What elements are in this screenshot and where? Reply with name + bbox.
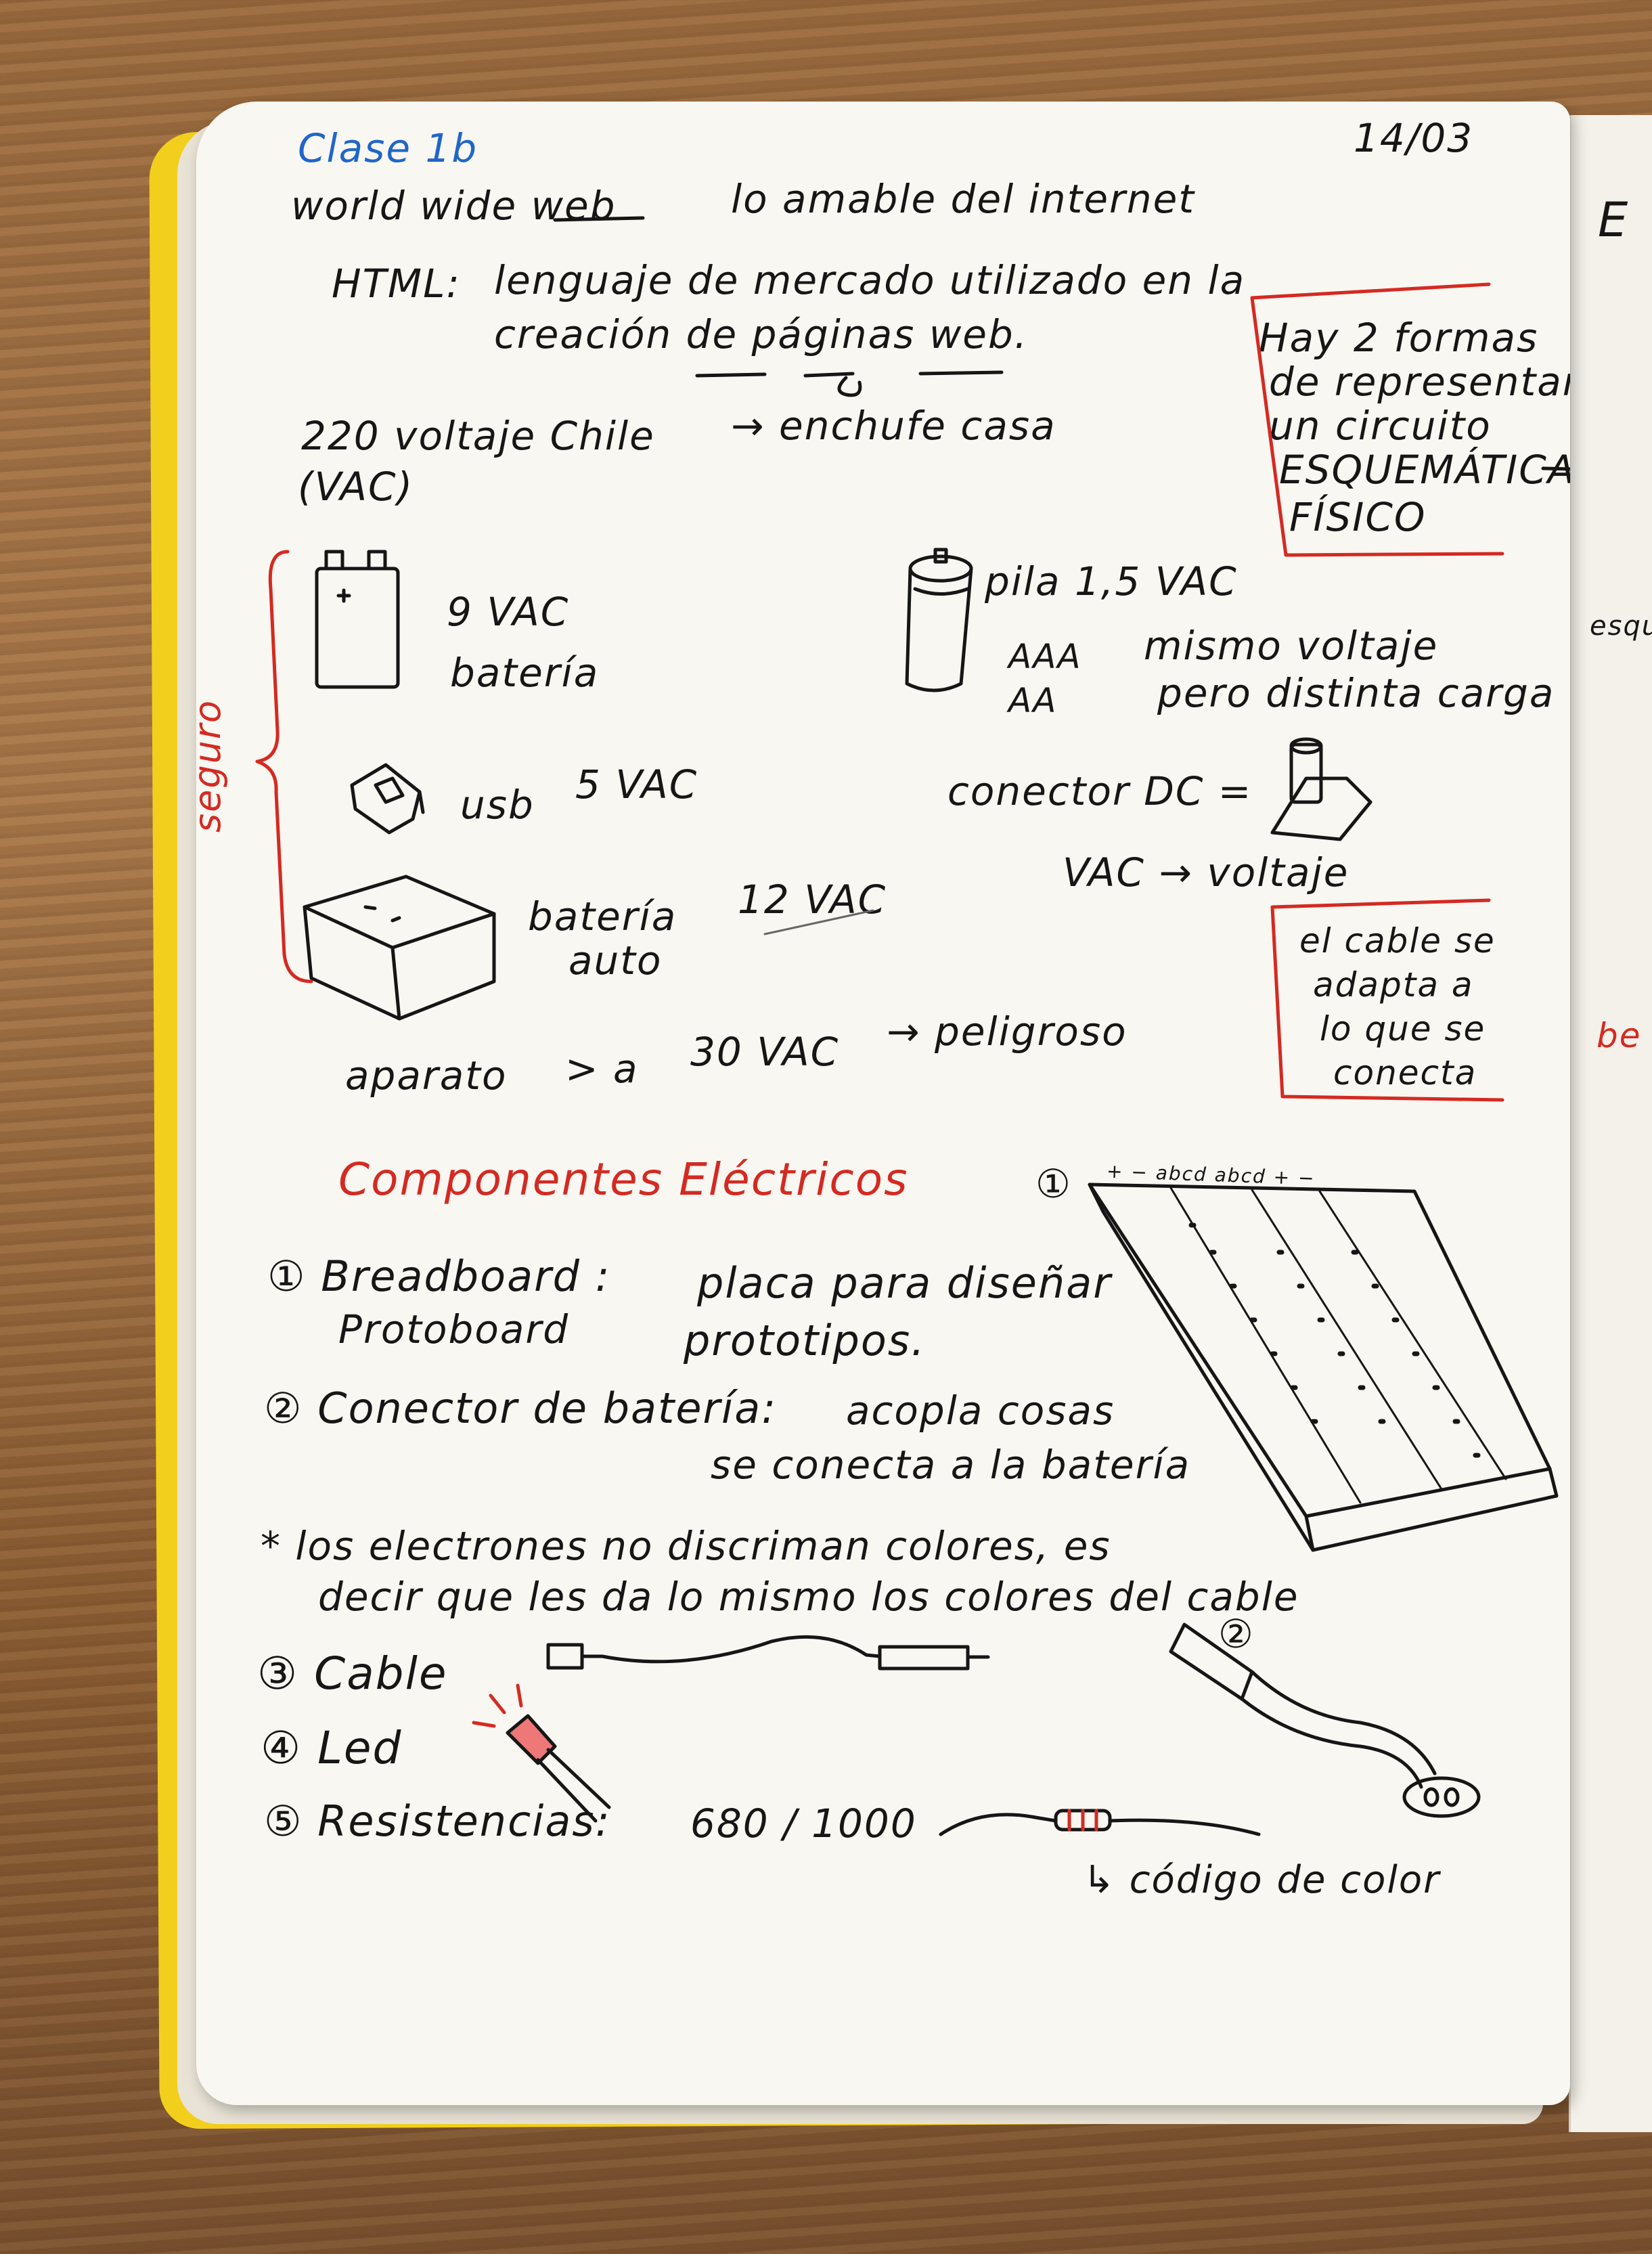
next-page-red-word: be bbox=[1597, 1016, 1642, 1055]
sketches bbox=[255, 216, 1570, 1836]
battery9-icon bbox=[315, 550, 400, 689]
chile-vac: (VAC) bbox=[298, 464, 414, 510]
car-voltage-scribble bbox=[763, 909, 874, 935]
next-page-word: esqu bbox=[1590, 611, 1652, 642]
paginas-underline bbox=[695, 370, 1004, 378]
www-definition: lo amable del internet bbox=[731, 176, 1196, 222]
note-line-2: de representar bbox=[1269, 359, 1570, 405]
pila-note-2: pero distinta carga bbox=[1157, 670, 1555, 716]
usb-voltage: 5 VAC bbox=[575, 761, 698, 808]
figure-2-marker: ② bbox=[1218, 1611, 1255, 1657]
note-box-outline bbox=[1250, 282, 1504, 557]
cable-note-4: conecta bbox=[1333, 1053, 1477, 1092]
paginas-mark bbox=[837, 376, 862, 397]
pila-note-1: mismo voltaje bbox=[1144, 623, 1439, 669]
component-2-def: acopla cosas bbox=[846, 1388, 1115, 1434]
usb-icon bbox=[350, 763, 425, 835]
cable-note-3: lo que se bbox=[1320, 1009, 1486, 1048]
cable-note-2: adapta a bbox=[1313, 965, 1474, 1004]
component-1-term: ① Breadboard : bbox=[267, 1252, 611, 1301]
pila-icon bbox=[905, 548, 973, 692]
led-icon bbox=[472, 1683, 611, 1823]
car-battery-icon bbox=[303, 875, 496, 1021]
chile-voltage: 220 voltaje Chile bbox=[301, 413, 655, 459]
note-arrow bbox=[1541, 466, 1570, 471]
web-underline bbox=[553, 216, 645, 222]
figure-1-marker: ① bbox=[1035, 1161, 1072, 1207]
car-battery-1: batería bbox=[528, 893, 677, 940]
component-4: ④ Led bbox=[261, 1722, 403, 1774]
html-definition-2: creación de páginas web. bbox=[494, 311, 1029, 357]
component-2-def-2: se conecta a la batería bbox=[711, 1442, 1191, 1488]
class-title: Clase 1b bbox=[298, 125, 478, 171]
note-line-4: ESQUEMÁTICA bbox=[1279, 447, 1570, 493]
car-battery-2: auto bbox=[568, 937, 663, 984]
note-line-3: un circuito bbox=[1269, 403, 1492, 449]
battery9-label: batería bbox=[450, 650, 600, 696]
electrons-note-1: * los electrones no discriman colores, e… bbox=[261, 1523, 1111, 1569]
danger-greater: > a bbox=[565, 1046, 639, 1092]
component-1-def: placa para diseñar bbox=[697, 1258, 1112, 1308]
dc-connector: conector DC = bbox=[947, 768, 1253, 814]
danger-label: → peligroso bbox=[887, 1009, 1128, 1055]
components-title: Componentes Eléctricos bbox=[338, 1153, 909, 1206]
cable-icon bbox=[546, 1635, 990, 1671]
color-code: ↳ código de color bbox=[1083, 1858, 1441, 1902]
component-3: ③ Cable bbox=[257, 1648, 448, 1700]
note-line-1: Hay 2 formas bbox=[1259, 315, 1539, 361]
cable-box-outline bbox=[1270, 898, 1504, 1102]
notebook-page: Clase 1b 14/03 world wide web lo amable … bbox=[196, 102, 1570, 2105]
pila-aa: AA bbox=[1008, 681, 1058, 720]
resistor-icon bbox=[939, 1809, 1261, 1836]
battery9-voltage: 9 VAC bbox=[447, 589, 570, 635]
battery-connector-icon bbox=[1169, 1622, 1481, 1818]
pila-voltage: pila 1,5 VAC bbox=[985, 558, 1238, 604]
next-page-letter: E bbox=[1598, 192, 1630, 248]
electrons-note-2: decir que les da lo mismo los colores de… bbox=[318, 1574, 1299, 1620]
component-2-term: ② Conector de batería: bbox=[264, 1384, 778, 1433]
vac-definition: VAC → voltaje bbox=[1063, 849, 1349, 896]
date: 14/03 bbox=[1354, 115, 1474, 161]
component-1-def-2: prototipos. bbox=[684, 1316, 926, 1365]
next-page: E esqu be bbox=[1569, 115, 1652, 2132]
component-1-alt: Protoboard bbox=[338, 1306, 570, 1352]
note-line-5: FÍSICO bbox=[1289, 494, 1427, 540]
resistor-values: 680 / 1000 bbox=[690, 1800, 917, 1847]
dc-connector-icon bbox=[1270, 737, 1372, 841]
danger-device: aparato bbox=[345, 1053, 508, 1099]
chile-arrow: → enchufe casa bbox=[731, 403, 1056, 449]
breadboard-icon bbox=[1088, 1183, 1559, 1552]
pila-aaa: AAA bbox=[1008, 637, 1082, 676]
usb-label: usb bbox=[460, 782, 535, 828]
html-definition-1: lenguaje de mercado utilizado en la bbox=[494, 257, 1246, 303]
component-5: ⑤ Resistencias: bbox=[264, 1796, 611, 1846]
html-label: HTML: bbox=[332, 261, 461, 307]
safe-bracket bbox=[255, 550, 313, 984]
danger-voltage: 30 VAC bbox=[690, 1029, 840, 1075]
cable-note-1: el cable se bbox=[1299, 921, 1496, 960]
